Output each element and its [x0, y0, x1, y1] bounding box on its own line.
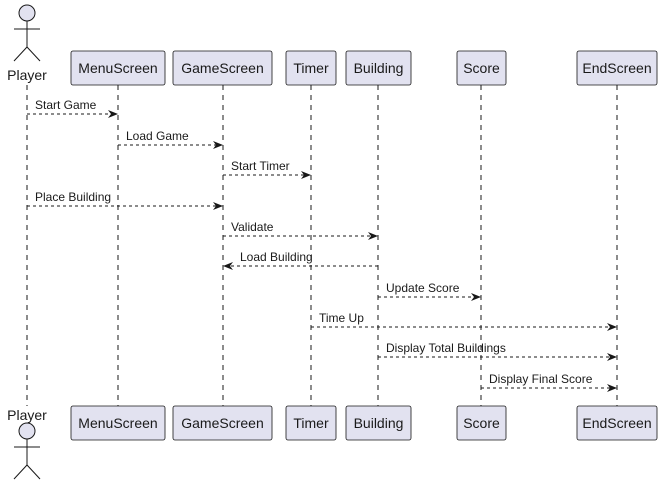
participant-label-end-top: EndScreen	[582, 60, 651, 76]
message-label-2: Load Game	[126, 129, 189, 143]
actor-leg-right	[26, 464, 41, 480]
actor-leg-left	[13, 46, 28, 62]
participant-box-game-bottom	[172, 405, 273, 441]
actor-leg-left	[13, 464, 28, 480]
participant-box-game-top	[172, 50, 273, 86]
message-4: Place Building	[27, 190, 223, 210]
participant-label-building-top: Building	[354, 60, 404, 76]
message-2: Load Game	[118, 129, 223, 149]
actor-player-top: Player	[7, 4, 47, 83]
message-label-1: Start Game	[35, 98, 97, 112]
actor-label-player-top: Player	[7, 67, 47, 83]
participant-label-timer-bottom: Timer	[293, 415, 329, 431]
participant-label-score-bottom: Score	[463, 415, 500, 431]
message-label-4: Place Building	[35, 190, 111, 204]
message-label-7: Update Score	[386, 281, 460, 295]
participant-building-top: Building	[345, 50, 412, 86]
message-label-6: Load Building	[240, 250, 313, 264]
participant-end-top: EndScreen	[576, 50, 658, 86]
message-5: Validate	[223, 220, 378, 240]
participant-timer-bottom: Timer	[285, 405, 337, 441]
message-10: Display Final Score	[481, 372, 617, 392]
actor-label-player-bottom: Player	[7, 407, 47, 423]
participant-box-menu-top	[70, 50, 166, 86]
actor-player-bottom: Player	[7, 407, 47, 480]
message-1: Start Game	[27, 98, 118, 118]
participant-menu-top: MenuScreen	[70, 50, 166, 86]
participant-label-score-top: Score	[463, 60, 500, 76]
participant-box-end-bottom	[576, 405, 658, 441]
participant-menu-bottom: MenuScreen	[70, 405, 166, 441]
actor-head	[18, 422, 36, 440]
message-3: Start Timer	[223, 159, 311, 179]
actor-leg-right	[26, 46, 41, 62]
participant-box-building-bottom	[345, 405, 412, 441]
participant-score-bottom: Score	[456, 405, 507, 441]
message-label-9: Display Total Buildings	[386, 341, 506, 355]
participant-game-bottom: GameScreen	[172, 405, 273, 441]
participant-box-building-top	[345, 50, 412, 86]
participant-label-game-top: GameScreen	[181, 60, 263, 76]
participant-box-score-top	[456, 50, 507, 86]
message-7: Update Score	[378, 281, 481, 301]
participant-box-end-top	[576, 50, 658, 86]
participant-score-top: Score	[456, 50, 507, 86]
participant-label-game-bottom: GameScreen	[181, 415, 263, 431]
participant-end-bottom: EndScreen	[576, 405, 658, 441]
message-label-3: Start Timer	[231, 159, 290, 173]
message-label-5: Validate	[231, 220, 274, 234]
participant-game-top: GameScreen	[172, 50, 273, 86]
message-label-8: Time Up	[319, 311, 364, 325]
message-9: Display Total Buildings	[378, 341, 617, 361]
participant-box-menu-bottom	[70, 405, 166, 441]
participant-building-bottom: Building	[345, 405, 412, 441]
participant-label-menu-bottom: MenuScreen	[78, 415, 157, 431]
message-8: Time Up	[311, 311, 617, 331]
participant-box-score-bottom	[456, 405, 507, 441]
participant-timer-top: Timer	[285, 50, 337, 86]
message-6: Load Building	[223, 250, 378, 270]
participant-box-timer-bottom	[285, 405, 337, 441]
message-label-10: Display Final Score	[489, 372, 593, 386]
participant-label-end-bottom: EndScreen	[582, 415, 651, 431]
participant-box-timer-top	[285, 50, 337, 86]
actor-head	[18, 4, 36, 22]
participant-label-building-bottom: Building	[354, 415, 404, 431]
participant-label-menu-top: MenuScreen	[78, 60, 157, 76]
participant-label-timer-top: Timer	[293, 60, 329, 76]
